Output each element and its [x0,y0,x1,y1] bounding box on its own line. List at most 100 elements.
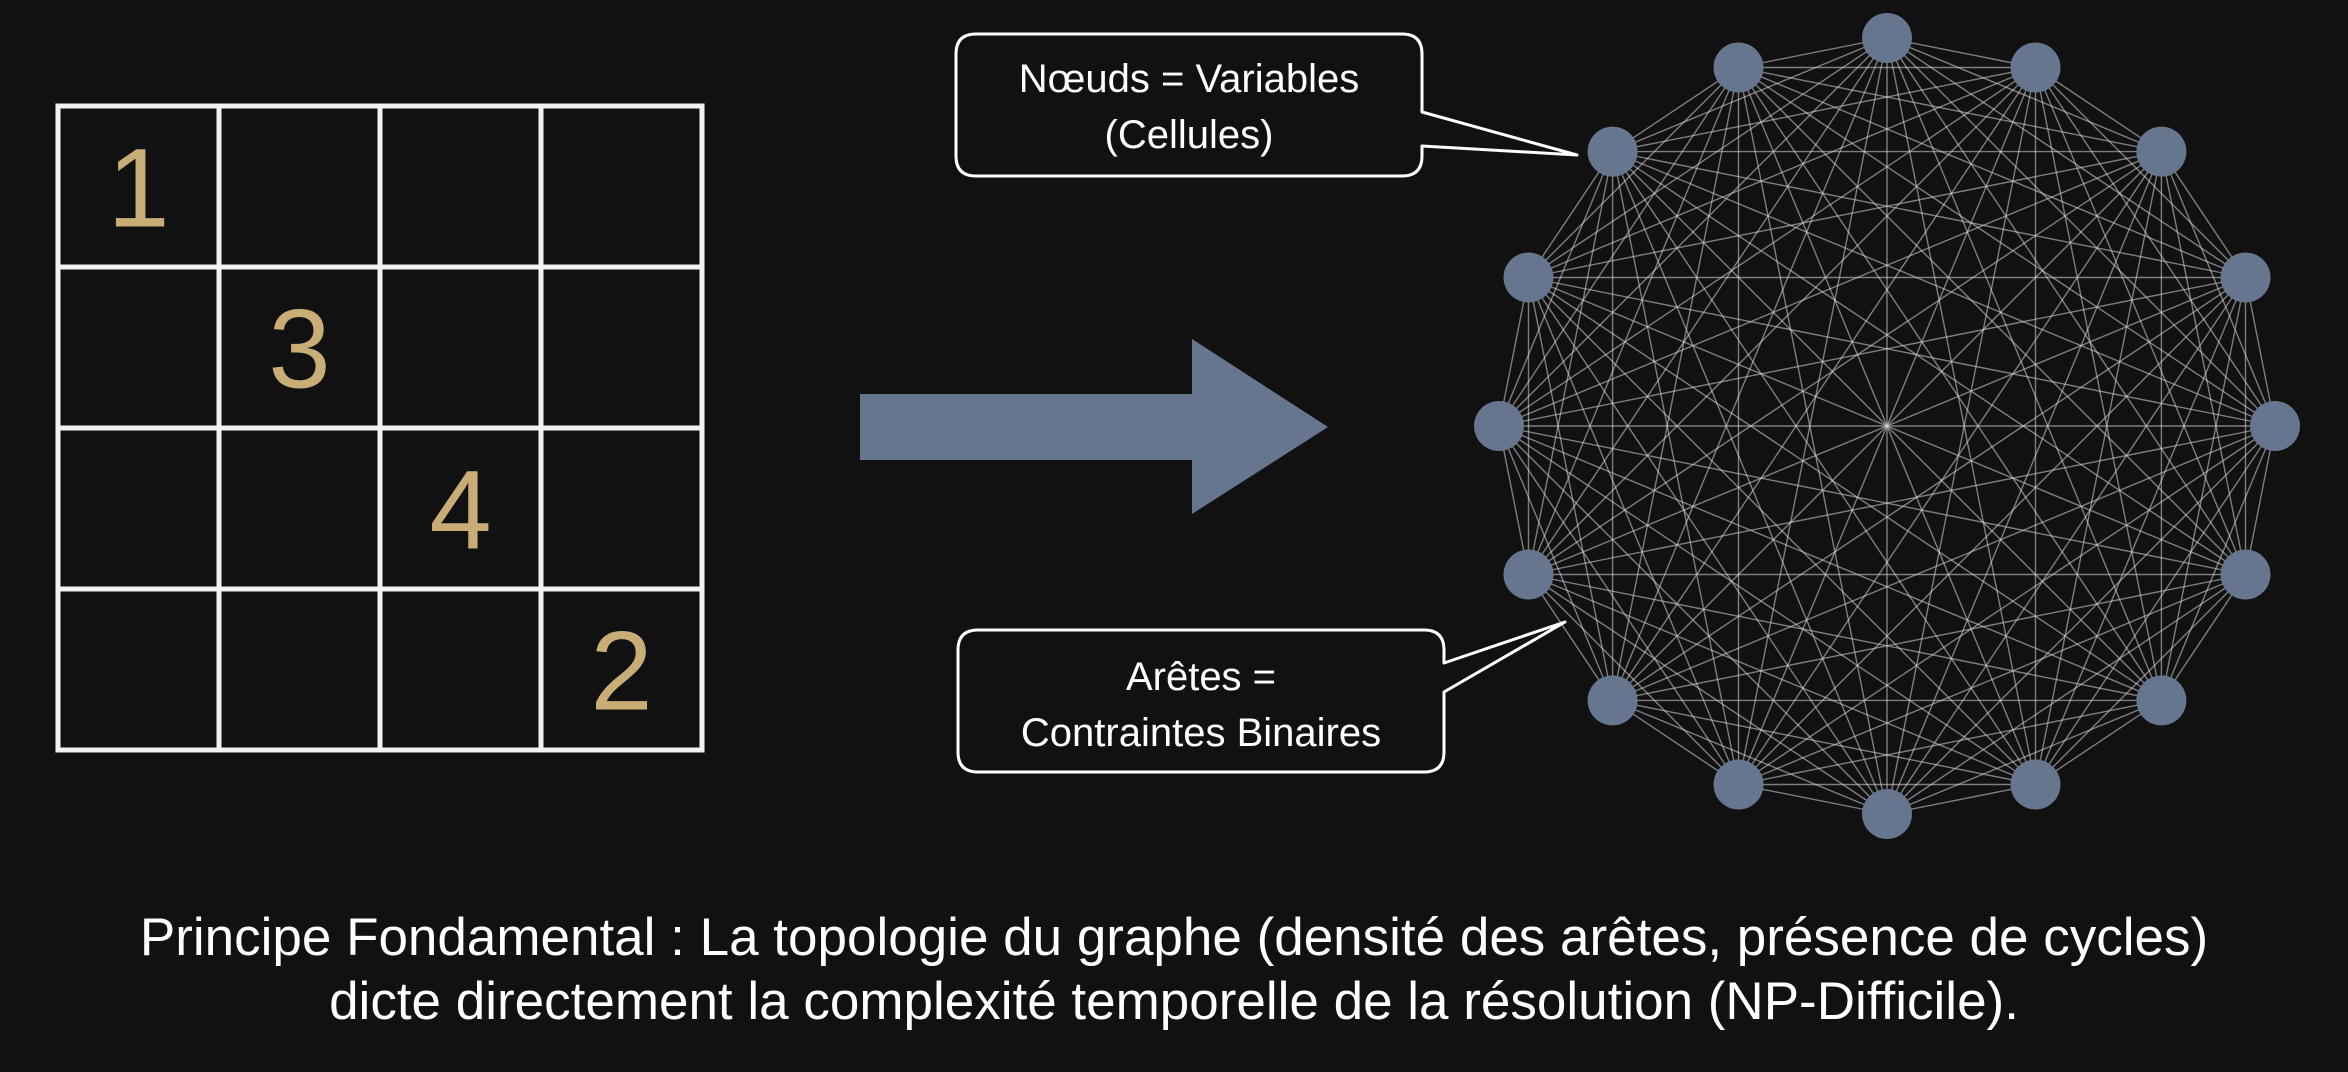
graph-edge [1528,573,1888,815]
graph-edge [2160,574,2247,701]
graph-node [1474,401,1524,451]
callout-nodes: Nœuds = Variables (Cellules) [954,32,1579,178]
graph-edge [1528,425,2276,576]
graph-edge [1498,425,1614,701]
graph-edge [1738,67,2246,575]
graph-edge [1612,67,2037,701]
graph-edge [1527,151,1614,575]
graph-edge [1737,67,2037,785]
graph-node [2136,675,2187,726]
graph-edge [1527,277,1740,785]
graph-node [1587,675,1638,726]
graph-node [2010,42,2061,93]
graph-edge [1738,66,2276,427]
callout-edges-line2: Contraintes Binaires [1021,711,1381,755]
graph-edge [1612,699,1888,815]
grid-cell-number: 2 [590,609,652,734]
callout-edges-bubble [956,620,1567,774]
graph-node [2010,759,2061,810]
graph-node [1862,789,1912,839]
graph-edge [1737,37,1888,785]
caption-line2: dicte directement la complexité temporel… [329,972,2019,1031]
graph-edge [1528,276,2276,427]
graph-edge [1612,66,2036,153]
graph-edge [1528,574,1739,785]
graph-edge [1527,277,1614,701]
graph-edge [1611,151,1888,815]
callout-nodes-line2: (Cellules) [1105,113,1274,157]
graph-edge [1498,67,1740,427]
graph-edge [1612,699,2036,786]
callout-nodes-bubble [954,32,1579,178]
graph-edge [1737,67,2162,701]
graph-node [1713,42,1764,93]
graph-edge [2035,66,2162,153]
graph-node [2220,549,2271,600]
graph-edge [1527,67,1740,575]
graph-edge [1498,425,1740,785]
graph-edge [1886,37,2037,785]
callout-edges-line1: Arêtes = [1126,655,1276,699]
graph-node [2220,252,2271,303]
graph-edge [1886,783,2036,815]
graph-edge [1738,699,2162,786]
graph-edge [1738,783,1888,815]
graph-edge [1528,37,1888,279]
graph-edge [1612,151,2246,576]
caption: Principe Fondamental : La topologie du g… [0,906,2348,1034]
graph-node [2136,126,2187,177]
graph-edge [1886,37,2036,69]
graph-edge [2034,425,2276,785]
grid-cell-number: 4 [429,448,491,573]
graph-edge [1738,66,2162,153]
graph-edge [1612,66,1739,153]
graph-edge [1528,67,1739,278]
callout-edges: Arêtes = Contraintes Binaires [956,620,1567,774]
graph-edge [1612,276,2246,701]
graph-edge [1498,425,2036,786]
graph-edge [2160,151,2247,278]
graph-node [1587,126,1638,177]
graph-edge [1612,150,2276,427]
graph-edge [1527,574,1614,701]
graph-edge [1528,276,2162,701]
graph-edge [1886,573,2246,815]
graph-edge [1498,151,1614,427]
graph-edge [1886,67,2037,815]
graph-edge [2034,67,2276,427]
grid-cell-number: 3 [268,287,330,412]
graph-edge [1611,67,1740,701]
graph-edge [1498,276,2246,427]
graph-edge [2244,277,2276,427]
graph-edge [1498,425,2162,702]
constraint-graph [1474,13,2300,839]
graph-edge [1527,151,1614,278]
grid-cell-number: 1 [107,126,169,251]
graph-edge [1498,425,1530,575]
graph-edge [1612,151,2037,785]
graph-edge [2160,277,2247,701]
graph-edge [2244,425,2276,575]
transformation-arrow [860,339,1328,514]
graph-edge [1737,67,1888,815]
grid-lines [55,103,705,753]
graph-edge [1737,151,2162,785]
graph-edge [1738,37,1888,69]
callout-nodes-line1: Nœuds = Variables [1019,57,1360,101]
graph-nodes [1474,13,2300,839]
graph-node [1713,759,1764,810]
graph-edge [1527,277,1888,815]
caption-line1: Principe Fondamental : La topologie du g… [139,908,2209,967]
graph-node [2250,401,2300,451]
graph-node [1862,13,1912,63]
graph-edge [2160,151,2247,575]
graph-edge [1611,151,1740,785]
graph-edge [1886,37,2246,279]
graph-edge [1528,151,2162,576]
graph-edge [1612,699,1739,786]
graph-edge [2035,699,2162,786]
graph-edge [1738,66,2246,279]
